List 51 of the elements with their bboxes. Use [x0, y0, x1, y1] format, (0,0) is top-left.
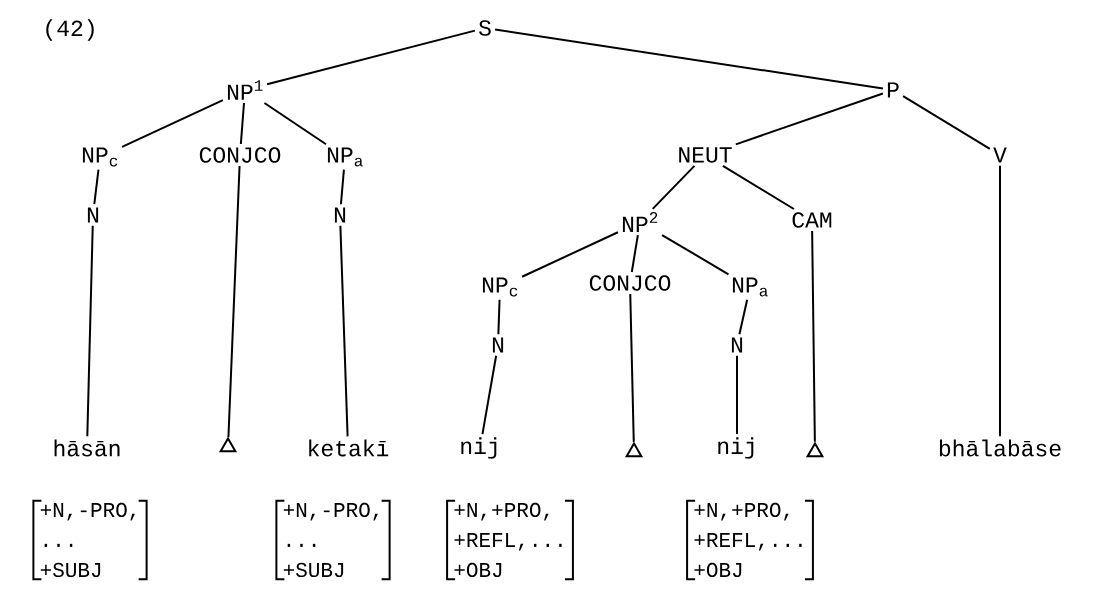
- feature-matrix: +N,+PRO, +REFL,... +OBJ: [686, 499, 814, 581]
- branch-line: [734, 92, 884, 146]
- tree-label: NP$_{c}$: [82, 147, 118, 167]
- branch-line: [239, 102, 245, 145]
- branch-line: [263, 102, 328, 146]
- branch-line: [497, 298, 501, 336]
- branch-line: [339, 224, 349, 438]
- branch-line: [494, 28, 884, 90]
- tree-label: N: [731, 337, 743, 353]
- feature-matrix: +N,+PRO, +REFL,... +OBJ: [446, 499, 574, 581]
- branch-line: [902, 95, 991, 150]
- tree-label: S: [479, 20, 491, 36]
- branch-line: [521, 231, 619, 278]
- tree-label: nij: [461, 437, 497, 459]
- branch-line: [86, 224, 94, 438]
- tree-label: NP$^{1}$: [227, 80, 263, 100]
- tree-label: NP$_{c}$: [482, 277, 518, 297]
- tree-label: N: [87, 207, 99, 223]
- tree-label: nij: [718, 437, 754, 459]
- branch-line: [227, 165, 241, 439]
- tree-label: hāsān: [54, 439, 120, 457]
- tree-label: N: [492, 337, 504, 353]
- branch-line: [736, 354, 738, 436]
- branch-line: [121, 99, 224, 148]
- tree-label: ketakī: [309, 439, 389, 457]
- branch-line: [738, 298, 749, 336]
- branch-line: [999, 164, 1001, 438]
- branch-line: [630, 234, 639, 273]
- feature-matrix: +N,-PRO, ... +SUBJ: [275, 499, 391, 581]
- tree-label: P: [887, 82, 899, 98]
- branch-line: [721, 164, 795, 210]
- feature-matrix: +N,-PRO, ... +SUBJ: [32, 499, 148, 581]
- tree-label: N: [334, 207, 346, 223]
- branch-line: [481, 354, 498, 436]
- branch-line: [266, 29, 476, 86]
- branch-line: [629, 293, 635, 443]
- tree-label: CONJCO: [589, 275, 671, 291]
- branch-line: [651, 164, 696, 210]
- tree-label: NP$_{a}$: [327, 147, 363, 167]
- tree-label: bhālabāse: [939, 439, 1061, 457]
- example-number: (42): [46, 19, 94, 41]
- branch-line: [93, 168, 100, 206]
- branch-line: [661, 234, 730, 276]
- tree-label: CAM: [792, 212, 832, 228]
- tree-label: NP$_{a}$: [732, 277, 768, 297]
- branch-line: [811, 230, 816, 443]
- tree-label: V: [993, 147, 1007, 163]
- tree-label: NEUT: [679, 147, 732, 163]
- branch-line: [339, 168, 345, 206]
- tree-label: CONJCO: [199, 147, 281, 163]
- tree-label: NP$^{2}$: [622, 212, 658, 232]
